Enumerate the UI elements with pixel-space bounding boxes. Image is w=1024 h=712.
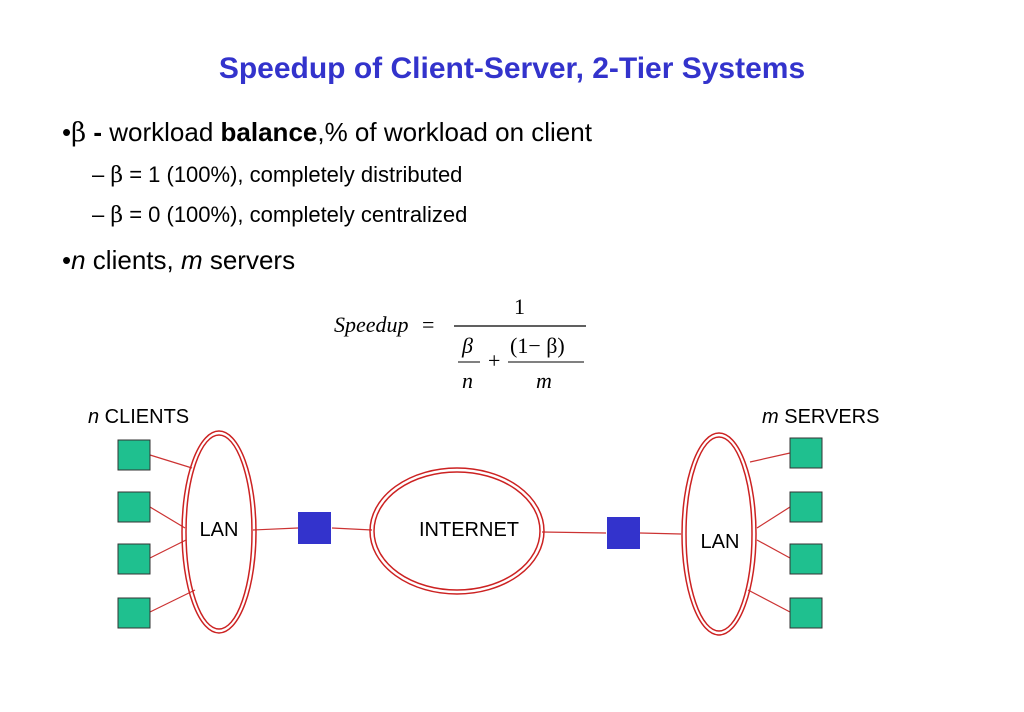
client-node <box>117 439 151 471</box>
client-node <box>117 543 151 575</box>
link <box>149 454 193 469</box>
link <box>749 452 791 463</box>
slide-title: Speedup of Client-Server, 2-Tier Systems <box>218 52 806 85</box>
sub-text: = 1 (100%), completely distributed <box>123 162 463 187</box>
sub-text: = 0 (100%), completely centralized <box>123 202 468 227</box>
server-node <box>789 543 823 575</box>
beta-symbol: β <box>110 163 124 188</box>
client-node <box>117 597 151 629</box>
bullet-clients-servers: •n clients, m servers <box>62 245 295 276</box>
internet-ellipse <box>369 467 545 595</box>
server-nodes <box>789 437 823 629</box>
right-lan-ellipse <box>681 432 757 636</box>
sub-dash: – <box>92 202 111 227</box>
bullet-beta-definition: •β - workload balance,% of workload on c… <box>62 117 592 148</box>
server-node <box>789 597 823 629</box>
link <box>747 589 791 613</box>
formula-lhs: Speedup <box>334 312 409 337</box>
left-router <box>298 512 331 544</box>
formula-one-minus-beta: (1− β) <box>510 333 565 358</box>
server-node <box>789 437 823 469</box>
formula-plus: + <box>488 348 500 373</box>
var-m: m <box>180 245 203 275</box>
servers-text: SERVERS <box>778 406 880 428</box>
bullet-marker: • <box>62 117 72 147</box>
bullet-marker: • <box>62 245 72 275</box>
internet-label: INTERNET <box>419 519 519 541</box>
server-node <box>789 491 823 523</box>
link <box>639 532 682 535</box>
sub-bullet-centralized: – β = 0 (100%), completely centralized <box>92 202 467 228</box>
formula-equals: = <box>422 312 434 337</box>
var-n: n <box>88 406 100 428</box>
sub-bullet-distributed: – β = 1 (100%), completely distributed <box>92 162 462 188</box>
link <box>149 539 187 559</box>
bullet-text-bold: balance <box>220 117 318 147</box>
bullet-text-post: servers <box>202 245 296 275</box>
var-n: n <box>71 245 86 275</box>
bullet-text-pre: workload <box>109 117 221 147</box>
bullet-dash: - <box>86 117 110 147</box>
speedup-formula: Speedup = 1 β n + (1− β) m <box>334 294 586 393</box>
left-lan-label: LAN <box>200 519 239 541</box>
formula-n: n <box>462 368 473 393</box>
servers-label: m SERVERS <box>762 406 879 429</box>
link <box>149 589 196 613</box>
link <box>756 539 791 559</box>
clients-text: CLIENTS <box>99 406 190 428</box>
link <box>149 506 186 529</box>
clients-label: n CLIENTS <box>88 406 189 429</box>
right-router <box>607 517 640 549</box>
bullet-text-mid: clients, <box>85 245 181 275</box>
sub-dash: – <box>92 162 111 187</box>
var-m: m <box>762 406 779 428</box>
link <box>756 506 791 529</box>
link <box>331 527 373 531</box>
beta-symbol: β <box>110 203 124 228</box>
beta-symbol: β <box>71 118 87 148</box>
link <box>541 531 607 534</box>
client-node <box>117 491 151 523</box>
formula-numerator: 1 <box>514 294 525 319</box>
formula-beta: β <box>461 333 473 358</box>
client-nodes <box>117 439 151 629</box>
bullet-text-post: ,% of workload on client <box>317 117 592 147</box>
right-lan-label: LAN <box>701 531 740 553</box>
formula-m: m <box>536 368 552 393</box>
client-links <box>149 452 791 613</box>
left-lan-ellipse <box>181 430 257 634</box>
link <box>252 527 299 531</box>
